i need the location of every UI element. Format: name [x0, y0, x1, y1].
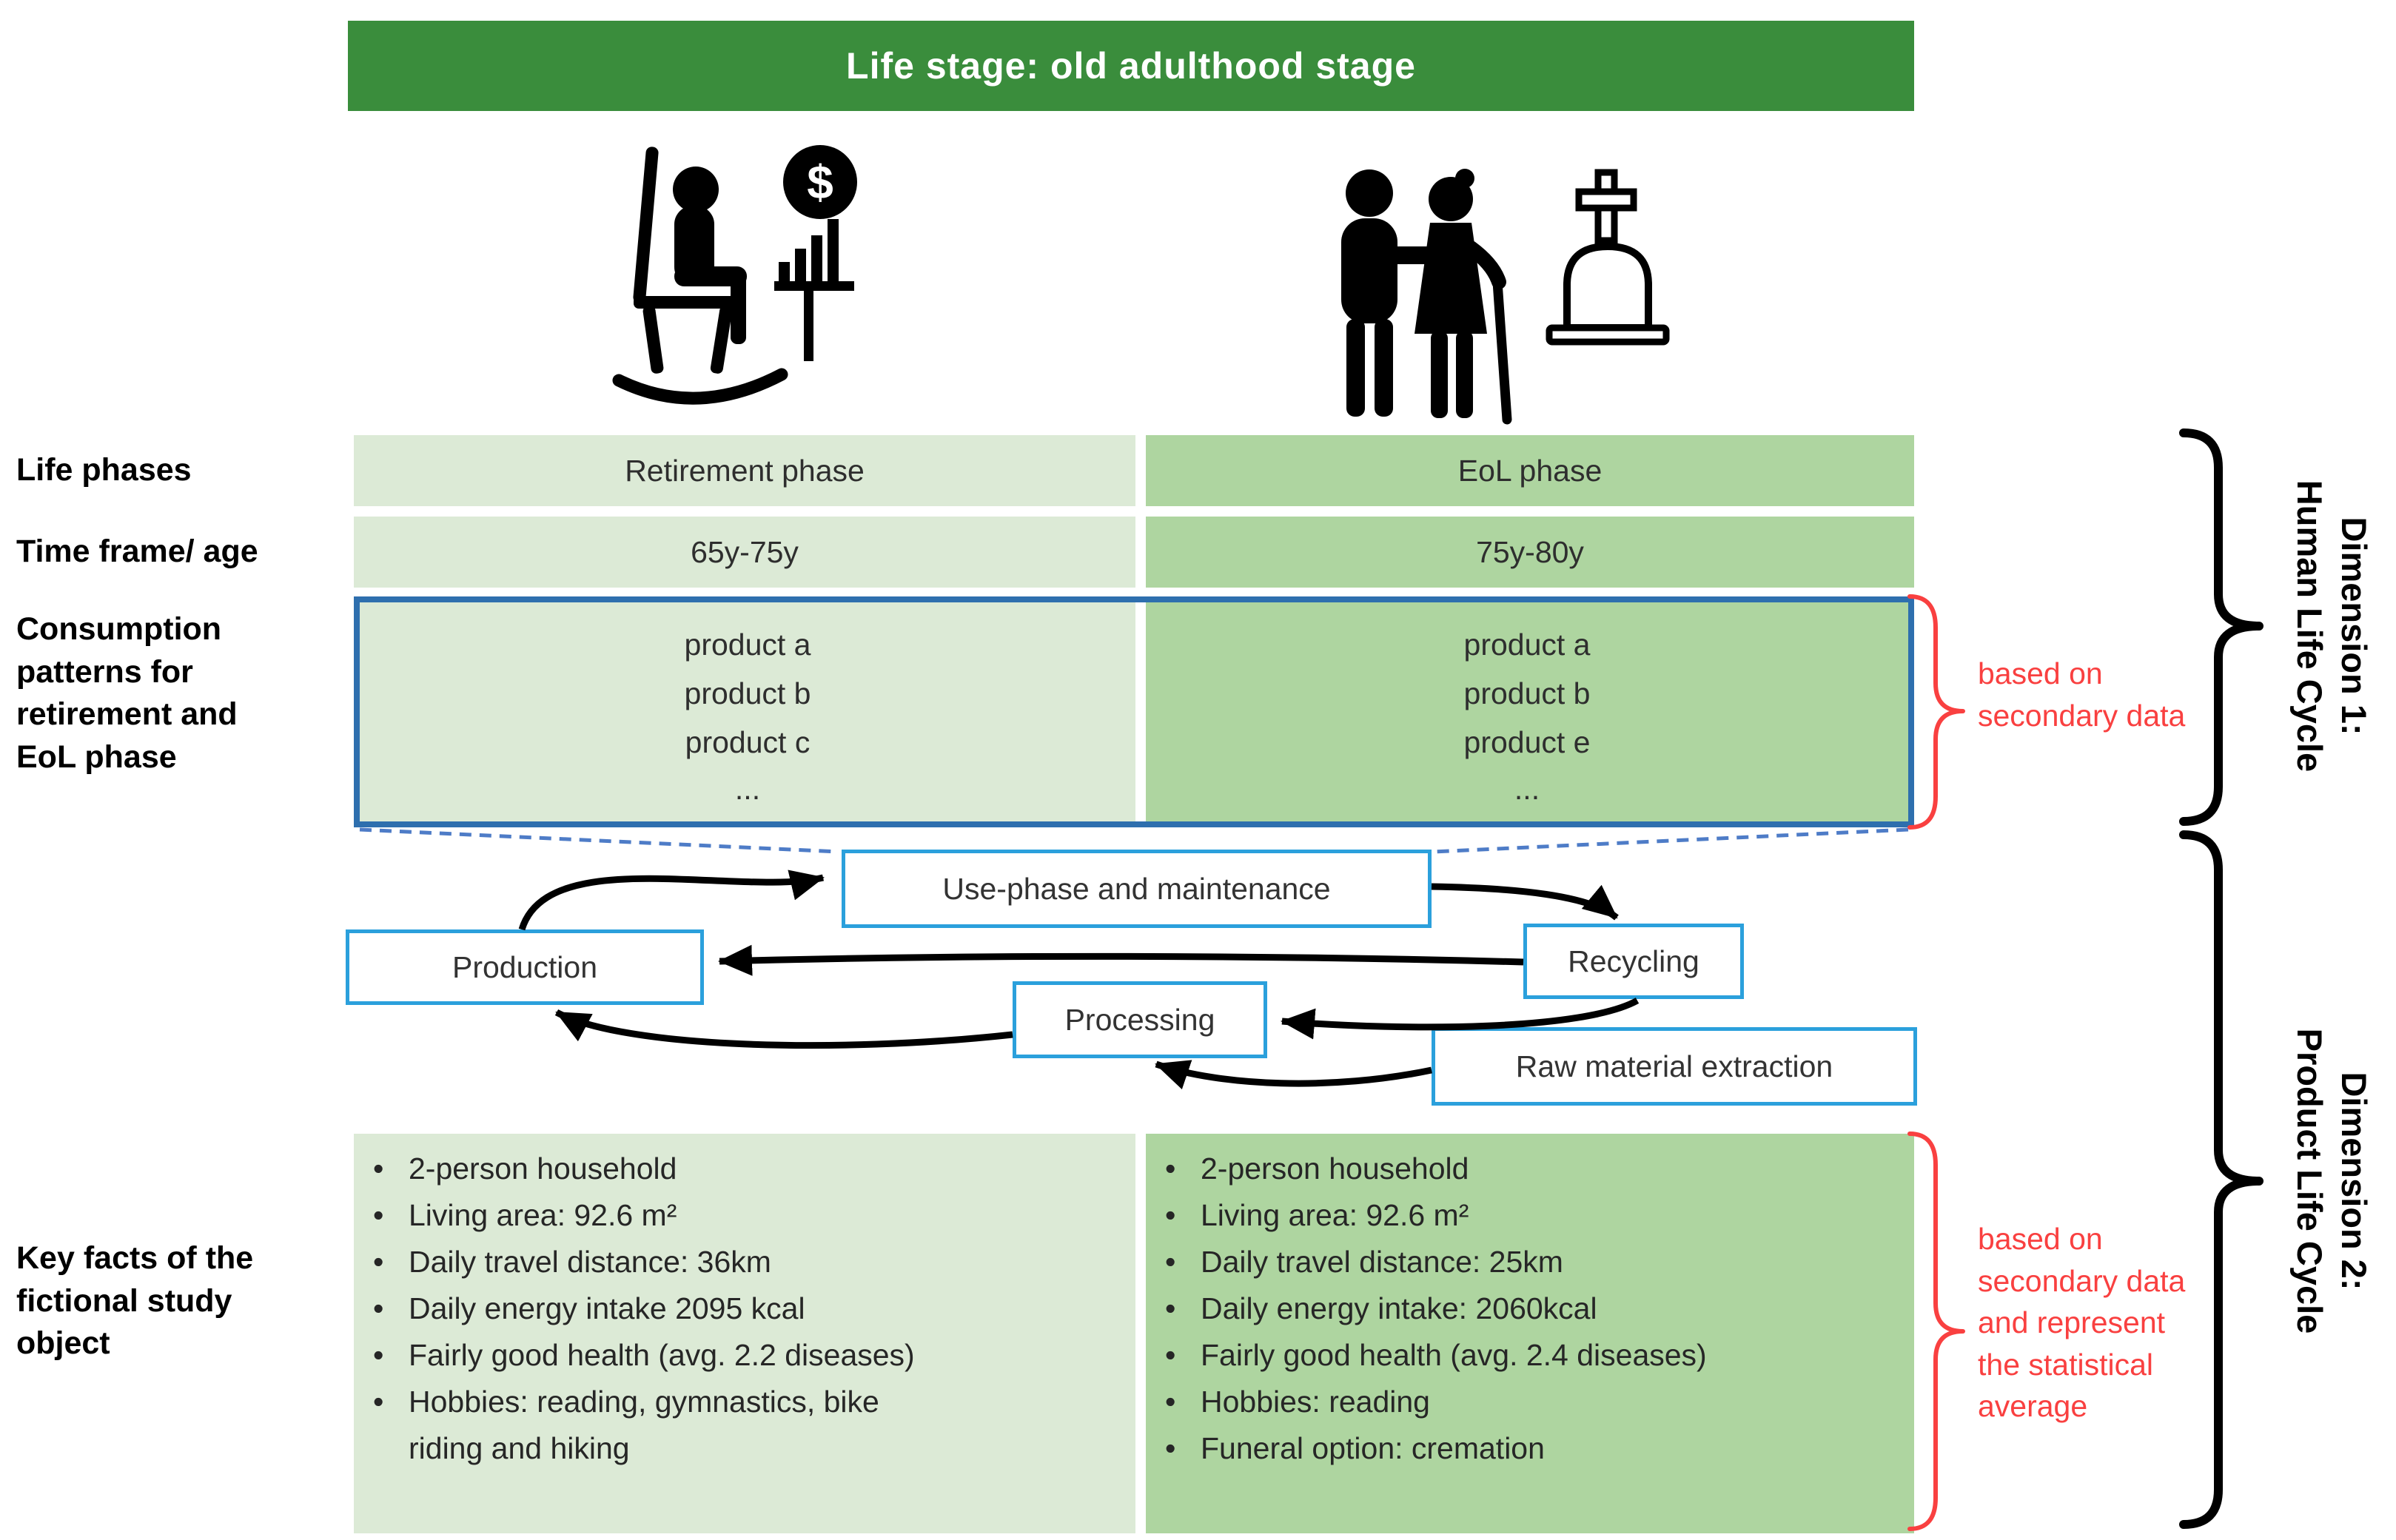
product-item: product a	[1463, 628, 1591, 662]
dimension-2-line2: Product Life Cycle	[2290, 1028, 2329, 1334]
lifecycle-box-production: Production	[346, 929, 704, 1005]
elderly-couple-icon	[1341, 169, 1512, 425]
cell-retirement-age: 65y-75y	[354, 517, 1135, 588]
key-facts-note-brace	[1907, 1132, 1965, 1531]
page-title: Life stage: old adulthood stage	[846, 45, 1416, 87]
dimension-1-label: Dimension 1: Human Life Cycle	[2287, 480, 2376, 772]
cell-retirement-phase: Retirement phase	[354, 435, 1135, 506]
lifecycle-box-recycling: Recycling	[1523, 924, 1744, 999]
dimension-1-line2: Human Life Cycle	[2290, 480, 2329, 773]
arrow-use-phase-to-recycling	[1431, 883, 1619, 921]
product-item: product e	[1463, 725, 1591, 759]
list-item: Living area: 92.6 m²	[364, 1192, 1112, 1239]
list-item: Hobbies: reading	[1156, 1379, 1896, 1425]
lifecycle-box-processing: Processing	[1013, 981, 1267, 1058]
svg-text:$: $	[807, 155, 833, 209]
arrow-recycling-to-production	[718, 944, 1524, 976]
consumption-note-brace	[1907, 594, 1965, 830]
dashed-connector-right	[1432, 827, 1909, 854]
consumption-retirement-products: product a product b product c ...	[360, 602, 1135, 821]
list-item: Daily energy intake 2095 kcal	[364, 1285, 1112, 1332]
cane-icon	[1492, 277, 1512, 425]
arrow-production-to-use-phase	[518, 870, 825, 931]
row-label-key-facts: Key facts of the fictional study object	[16, 1240, 254, 1362]
lifecycle-box-raw-material: Raw material extraction	[1432, 1027, 1917, 1106]
key-facts-eol-cell: 2-person household Living area: 92.6 m² …	[1146, 1134, 1914, 1533]
row-label-life-phases: Life phases	[16, 452, 192, 488]
dimension-1-line1: Dimension 1:	[2335, 517, 2375, 736]
dimension-1-brace	[2179, 428, 2264, 826]
list-item: 2-person household	[364, 1146, 1112, 1192]
row-label-time-frame: Time frame/ age	[16, 534, 258, 570]
arrow-raw-material-to-processing	[1155, 1060, 1432, 1090]
gravestone-with-cross-icon	[1546, 169, 1670, 346]
lifecycle-box-use-phase: Use-phase and maintenance	[842, 850, 1432, 928]
list-item: 2-person household	[1156, 1146, 1896, 1192]
dimension-2-line1: Dimension 2:	[2335, 1072, 2375, 1291]
key-facts-retirement-list: 2-person household Living area: 92.6 m² …	[364, 1146, 1118, 1472]
list-item: Living area: 92.6 m²	[1156, 1192, 1896, 1239]
bar-chart-icon	[774, 219, 854, 361]
dimension-2-label: Dimension 2: Product Life Cycle	[2287, 1029, 2376, 1334]
list-item: Daily travel distance: 25km	[1156, 1239, 1896, 1285]
arrow-processing-to-production	[554, 1009, 1013, 1049]
cell-eol-phase: EoL phase	[1146, 435, 1914, 506]
consumption-patterns-box: product a product b product c ... produc…	[354, 596, 1914, 827]
list-item: Hobbies: reading, gymnastics, bike ridin…	[364, 1379, 927, 1472]
product-item: product b	[1463, 676, 1591, 710]
consumption-eol-products: product a product b product e ...	[1146, 602, 1908, 821]
product-item: product c	[685, 725, 811, 759]
key-facts-eol-list: 2-person household Living area: 92.6 m² …	[1156, 1146, 1896, 1472]
dashed-connector-left	[359, 827, 839, 854]
list-item: Fairly good health (avg. 2.2 diseases)	[364, 1332, 1112, 1379]
cell-eol-age: 75y-80y	[1146, 517, 1914, 588]
retirement-rocking-chair-icon: $	[612, 145, 857, 405]
product-item-ellipsis: ...	[734, 772, 761, 806]
person-in-rocking-chair-icon	[612, 147, 788, 405]
note-based-on-secondary-data: based on secondary data	[1978, 656, 2186, 733]
list-item: Daily energy intake: 2060kcal	[1156, 1285, 1896, 1332]
product-item: product a	[684, 628, 811, 662]
row-label-consumption-patterns: Consumption patterns for retirement and …	[16, 611, 238, 775]
eol-elderly-couple-icon	[1341, 169, 1670, 425]
life-stage-banner: Life stage: old adulthood stage	[348, 21, 1914, 111]
arrow-recycling-to-processing	[1281, 998, 1640, 1040]
list-item: Fairly good health (avg. 2.4 diseases)	[1156, 1332, 1896, 1379]
key-facts-retirement-cell: 2-person household Living area: 92.6 m² …	[354, 1134, 1135, 1533]
product-item: product b	[684, 676, 811, 710]
list-item: Funeral option: cremation	[1156, 1425, 1896, 1472]
savings-dollar-coin-icon: $	[783, 145, 857, 219]
product-item-ellipsis: ...	[1514, 772, 1540, 806]
list-item: Daily travel distance: 36km	[364, 1239, 1112, 1285]
note-statistical-average: based on secondary data and represent th…	[1978, 1222, 2186, 1424]
